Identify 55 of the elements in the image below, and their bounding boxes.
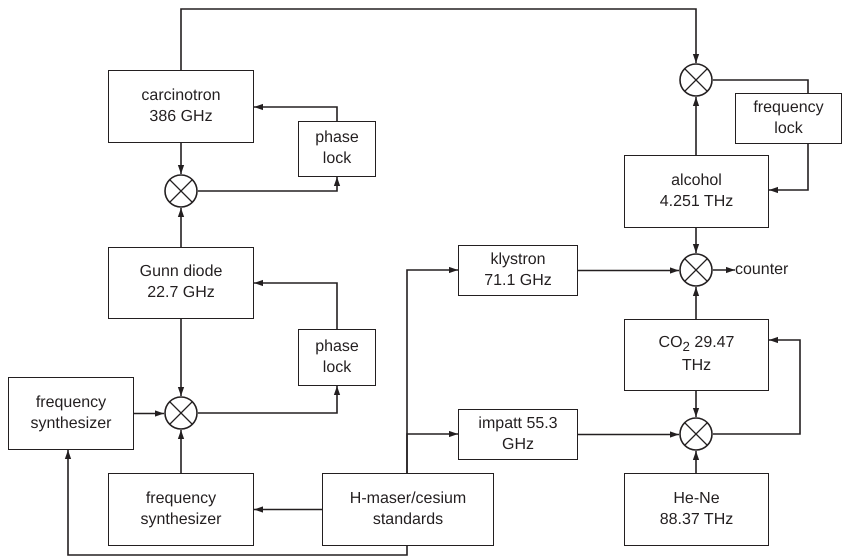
block-label: klystron 71.1 GHz [483, 250, 553, 290]
block-box [108, 70, 254, 143]
block-box [624, 155, 769, 228]
mixer-symbol [164, 396, 198, 430]
block-box [458, 409, 578, 460]
block-box [624, 319, 769, 391]
block-label: phase lock [314, 336, 360, 378]
arrow [198, 386, 340, 414]
arrow [713, 266, 735, 274]
arrow [178, 319, 184, 396]
block-box [108, 247, 254, 319]
output-label: counter [735, 261, 795, 279]
block-label: H-maser/cesium standards [348, 488, 468, 530]
mixer-symbol [679, 253, 713, 287]
block-label: alcohol 4.251 THz [658, 170, 734, 212]
mixer-symbol [679, 63, 713, 97]
mixer-symbol [679, 417, 713, 451]
arrow [180, 8, 700, 70]
block-box [458, 245, 578, 296]
block-box [624, 473, 769, 546]
arrow [178, 208, 184, 247]
block-label: carcinotron 386 GHz [140, 86, 222, 126]
block-label: He-Ne 88.37 THz [658, 488, 734, 530]
arrow [134, 410, 164, 417]
block-box [298, 329, 376, 386]
arrow [692, 451, 700, 473]
block-box [108, 473, 254, 546]
arrow [692, 391, 700, 417]
block-label: frequency lock [752, 98, 825, 138]
arrow [713, 336, 801, 435]
block-box [298, 121, 376, 177]
arrow [178, 430, 184, 473]
block-label: phase lock [314, 128, 360, 169]
arrow [578, 267, 679, 274]
arrow [198, 177, 340, 192]
arrow [64, 450, 408, 556]
arrow [254, 104, 338, 121]
block-label: frequency synthesizer [140, 488, 222, 530]
block-label: frequency synthesizer [30, 392, 112, 434]
arrow [578, 431, 679, 438]
block-label: impatt 55.3 GHz [478, 414, 558, 454]
arrow [769, 144, 809, 194]
mixer-symbol [164, 174, 198, 208]
arrow [254, 280, 338, 329]
arrow [692, 228, 700, 253]
arrow [178, 143, 184, 174]
block-label: Gunn diode 22.7 GHz [138, 262, 224, 303]
block-label: CO$_{2}$ 29.47 THz [658, 333, 736, 376]
arrow [692, 97, 700, 155]
arrow [406, 430, 458, 473]
arrow [692, 287, 700, 319]
arrow [254, 506, 322, 513]
block-box [735, 93, 842, 144]
block-box [322, 473, 494, 546]
block-box [8, 377, 134, 450]
